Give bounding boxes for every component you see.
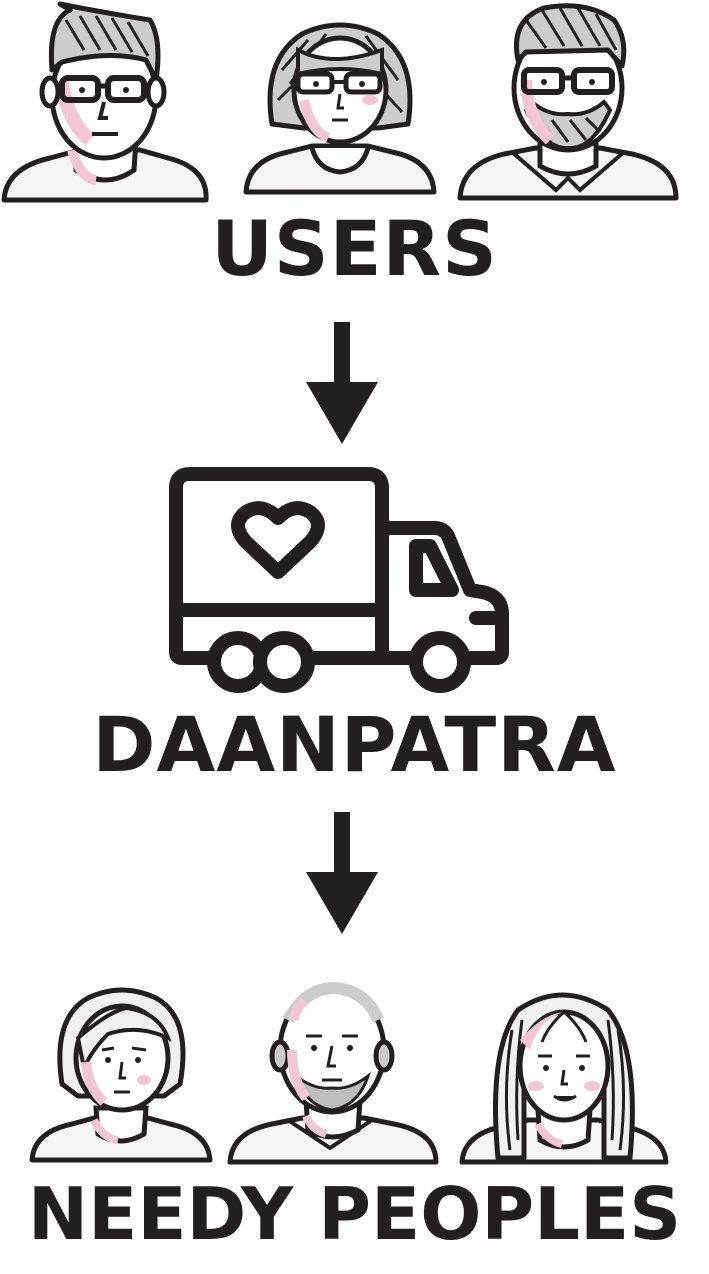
bald-bearded-man-icon [227,981,439,1165]
woman-with-glasses-icon [243,22,437,195]
users-label: USERS [211,204,498,293]
arrow-down-icon [306,812,378,934]
users-row [0,0,709,210]
bearded-man-with-glasses-icon [457,3,679,201]
man-with-glasses-icon [1,1,209,203]
needy-peoples-label: NEEDY PEOPLES [27,1172,682,1256]
long-hair-woman-icon [459,992,669,1165]
delivery-truck-heart-icon [169,467,509,693]
short-hair-woman-icon [29,987,213,1163]
arrow-down-icon [306,322,378,444]
daanpatra-label: DAANPATRA [92,700,617,789]
needy-row [0,980,709,1170]
